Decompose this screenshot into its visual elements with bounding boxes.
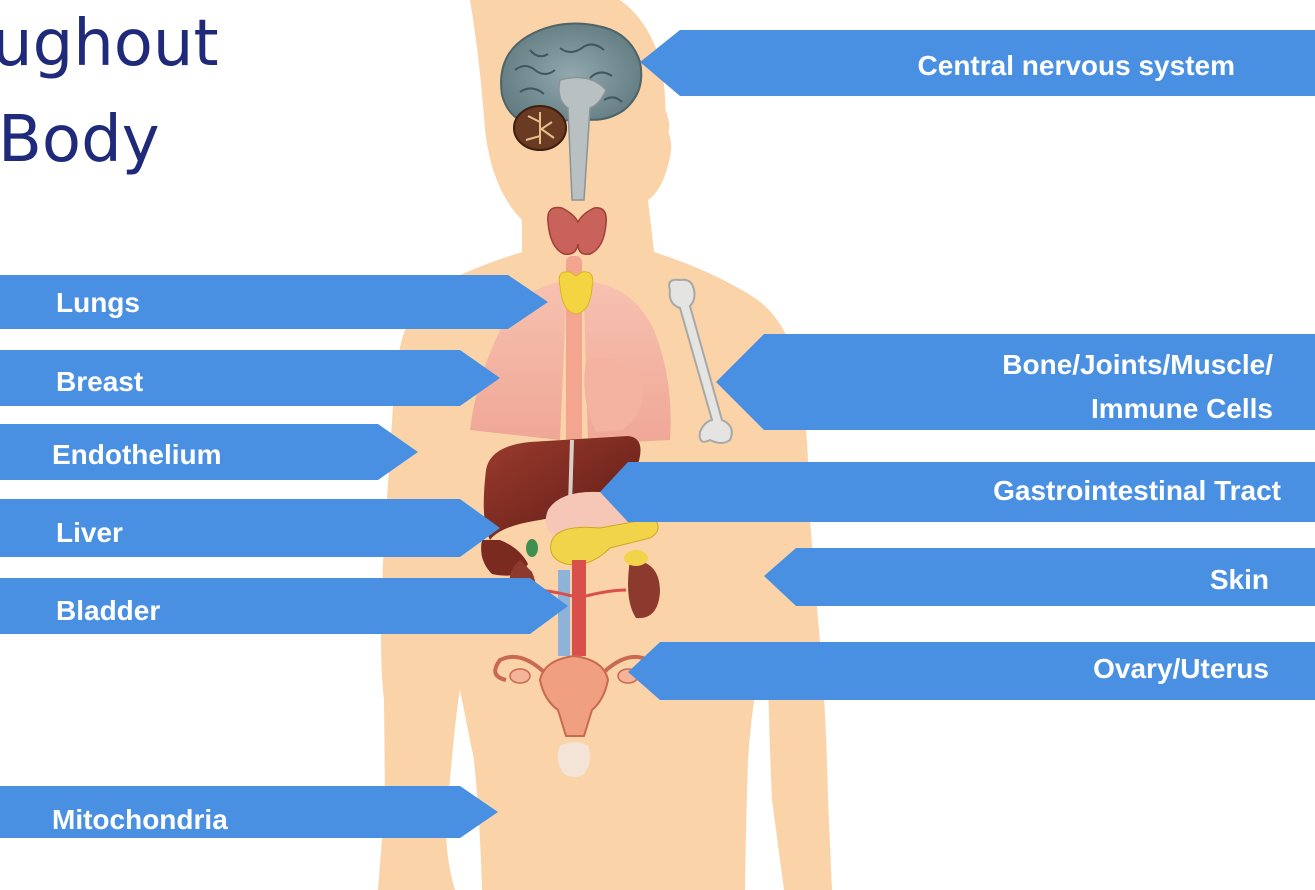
adrenal-gland	[624, 550, 648, 566]
skin-label: Skin	[1210, 564, 1269, 596]
vena-cava	[558, 570, 570, 656]
bone-label-line1: Bone/Joints/Muscle/	[1002, 349, 1273, 381]
bone-label-line2: Immune Cells	[1091, 393, 1273, 425]
mitochondria-label: Mitochondria	[52, 804, 228, 836]
aorta	[572, 560, 586, 656]
cns-label: Central nervous system	[918, 50, 1235, 82]
liver-label: Liver	[56, 517, 123, 549]
bladder-label: Bladder	[56, 595, 160, 627]
gi-label: Gastrointestinal Tract	[993, 475, 1281, 507]
breast-label: Breast	[56, 366, 143, 398]
left-ovary	[510, 669, 530, 683]
lungs-label: Lungs	[56, 287, 140, 319]
pelvic-floor	[558, 742, 591, 777]
endothelium-label: Endothelium	[52, 439, 222, 471]
ovary-label: Ovary/Uterus	[1093, 653, 1269, 685]
gallbladder	[526, 539, 538, 557]
